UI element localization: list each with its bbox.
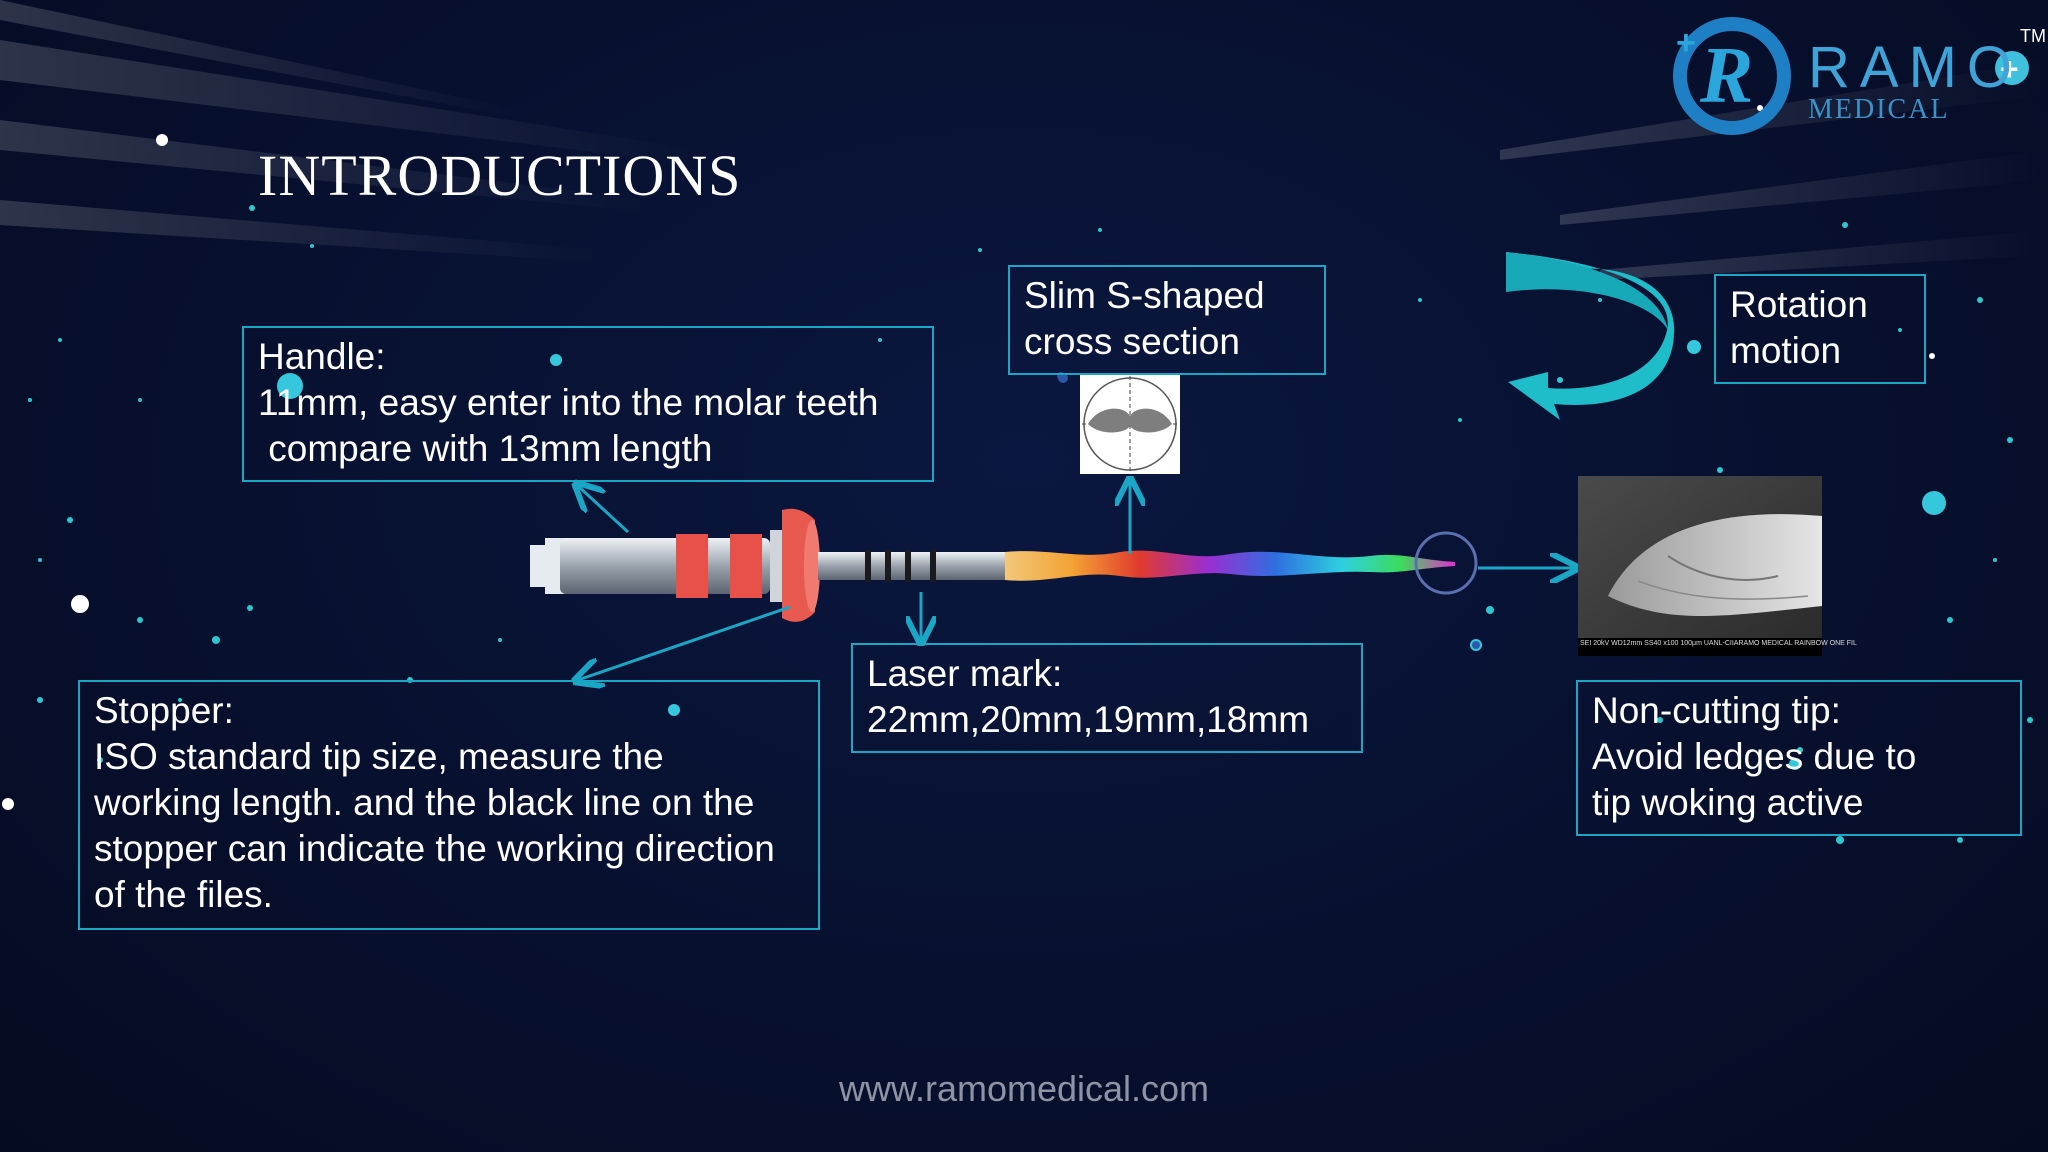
stopper-heading: Stopper: <box>94 690 234 731</box>
footer-url: www.ramomedical.com <box>838 1068 1210 1109</box>
handle-callout: Handle: 11mm, easy enter into the molar … <box>242 326 934 482</box>
tip-heading: Non-cutting tip: <box>1592 690 1841 731</box>
stopper-line-3: stopper can indicate the working directi… <box>94 828 775 869</box>
tip-callout: Non-cutting tip: Avoid ledges due to tip… <box>1576 680 2022 836</box>
laser-values: 22mm,20mm,19mm,18mm <box>867 699 1310 740</box>
handle-heading: Handle: <box>258 336 386 377</box>
handle-line-2: compare with 13mm length <box>258 428 713 469</box>
cross-section-callout: Slim S-shaped cross section <box>1008 265 1326 375</box>
svg-text:+: + <box>1676 24 1696 62</box>
laser-heading: Laser mark: <box>867 653 1063 694</box>
stopper-line-4: of the files. <box>94 874 273 915</box>
sem-tip-image <box>1578 476 1822 656</box>
svg-text:R: R <box>1699 32 1753 120</box>
cross-section-line-2: cross section <box>1024 321 1240 362</box>
logo-subtitle: MEDICAL <box>1808 94 1950 125</box>
tip-line-2: tip woking active <box>1592 782 1864 823</box>
rotation-line-1: Rotation <box>1730 284 1868 325</box>
stopper-line-2: working length. and the black line on th… <box>94 782 755 823</box>
rotation-line-2: motion <box>1730 330 1842 371</box>
slide-title: INTRODUCTIONS <box>258 143 742 208</box>
rotation-callout: Rotation motion <box>1714 274 1926 384</box>
logo-wordmark: RAMO <box>1808 35 2022 100</box>
cross-section-line-1: Slim S-shaped <box>1024 275 1265 316</box>
sem-caption: SEI 20kV WD12mm SS40 x100 100μm UANL-CII… <box>1580 640 1857 647</box>
tip-line-1: Avoid ledges due to <box>1592 736 1917 777</box>
trademark-mark: TM <box>2020 26 2046 46</box>
file-handle <box>530 530 790 602</box>
cross-section-image <box>1080 374 1180 474</box>
handle-line-1: 11mm, easy enter into the molar teeth <box>258 382 879 423</box>
ramo-logo: R + + <box>1673 17 2029 135</box>
laser-mark-callout: Laser mark: 22mm,20mm,19mm,18mm <box>851 643 1363 753</box>
rotation-arrow-icon <box>1506 252 1675 420</box>
svg-text:+: + <box>2000 51 2019 87</box>
stopper-line-1: ISO standard tip size, measure the <box>94 736 664 777</box>
stopper-callout: Stopper: ISO standard tip size, measure … <box>78 680 820 930</box>
